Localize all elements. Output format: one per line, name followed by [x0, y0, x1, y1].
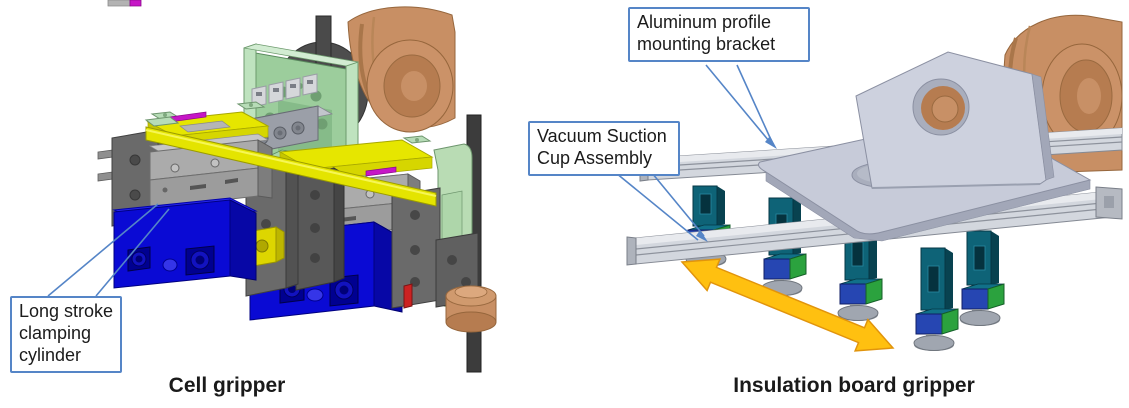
- aluminum-leader-lines: [705, 64, 777, 149]
- cross-beam: [144, 116, 437, 207]
- callout-text-line: cylinder: [19, 344, 82, 365]
- vacuum-leader-lines: [615, 172, 708, 242]
- callout-aluminum-profile-mounting-bracket: Aluminum profile mounting bracket: [628, 7, 810, 62]
- valve-blocks: [251, 73, 318, 108]
- caption-insulation-board-gripper: Insulation board gripper: [733, 374, 975, 397]
- long-stroke-leader-lines: [47, 203, 170, 297]
- callout-text-line: Cup Assembly: [537, 147, 653, 168]
- callout-text-line: Vacuum Suction: [537, 126, 667, 146]
- callout-vacuum-suction-cup-assembly: Vacuum Suction Cup Assembly: [528, 121, 680, 176]
- insulation-board-gripper-figure: [615, 14, 1123, 352]
- robot-base-cylinder: [445, 285, 497, 333]
- callout-long-stroke-clamping-cylinder: Long stroke clamping cylinder: [10, 296, 122, 373]
- mounting-plate: [758, 51, 1092, 242]
- caption-cell-gripper: Cell gripper: [168, 374, 286, 397]
- top-edge-parts: [107, 0, 142, 7]
- right-end-bracket: [391, 114, 497, 373]
- callout-text-line: mounting bracket: [637, 33, 776, 54]
- battery-cell-left: [112, 197, 258, 289]
- clamping-unit-left: [97, 101, 273, 289]
- motion-range-arrow: [680, 258, 895, 352]
- callout-text-line: Aluminum profile: [637, 12, 772, 32]
- suction-cup-post: [959, 230, 1005, 326]
- cell-gripper-figure: [47, 0, 497, 373]
- suction-cup-post: [913, 247, 959, 351]
- callout-text-line: clamping: [19, 322, 92, 343]
- callout-text-line: Long stroke: [19, 301, 114, 321]
